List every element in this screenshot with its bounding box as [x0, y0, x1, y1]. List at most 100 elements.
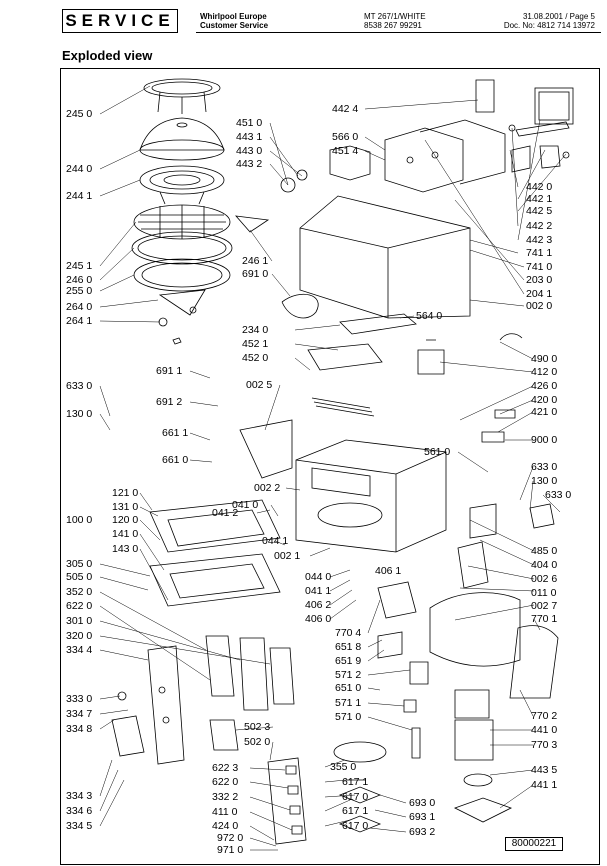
leader-lines	[99, 85, 567, 851]
part-label: 452 1	[242, 338, 269, 350]
panel-drawing	[239, 419, 293, 479]
part-label: 244 0	[66, 163, 93, 175]
part-label: 412 0	[531, 366, 558, 378]
part-label: 442 0	[526, 181, 553, 193]
part-label: 334 3	[66, 790, 93, 802]
part-label: 617 1	[342, 776, 369, 788]
part-label: 301 0	[66, 615, 93, 627]
fan-blade-drawing	[453, 797, 513, 823]
part-label: 661 1	[162, 427, 189, 439]
part-label: 451 4	[332, 145, 359, 157]
fan-motor-drawing	[454, 689, 494, 761]
part-label: 002 1	[274, 550, 301, 562]
part-label: 622 3	[212, 762, 239, 774]
drawing-number: 80000221	[505, 837, 563, 851]
part-label: 617 1	[342, 805, 369, 817]
part-label: 320 0	[66, 630, 93, 642]
part-label: 246 0	[66, 274, 93, 286]
transformer-drawing	[417, 333, 523, 375]
part-label: 770 4	[335, 627, 362, 639]
part-label: 571 2	[335, 669, 362, 681]
header: SERVICE Whirlpool Europe Customer Servic…	[0, 0, 607, 40]
part-label: 264 0	[66, 301, 93, 313]
part-label: 143 0	[112, 543, 139, 555]
stirrer-parts-drawing	[333, 741, 387, 833]
part-label: 443 2	[236, 158, 263, 170]
small-parts-drawing	[377, 581, 429, 759]
part-label: 693 1	[409, 811, 436, 823]
part-label: 121 0	[112, 487, 139, 499]
back-cover-drawing	[475, 79, 574, 137]
part-label: 442 5	[526, 205, 553, 217]
part-label: 442 3	[526, 234, 553, 246]
part-label: 571 0	[335, 711, 362, 723]
part-label: 246 1	[242, 255, 269, 267]
part-label: 566 0	[332, 131, 359, 143]
part-label: 234 0	[242, 324, 269, 336]
circuit-board-drawing	[267, 757, 307, 845]
part-label: 044 1	[262, 535, 289, 547]
lamp-cover-drawing	[339, 313, 417, 335]
part-label: 617 0	[342, 820, 369, 832]
crisp-cover-drawing	[139, 117, 225, 161]
date-page: 31.08.2001 / Page 5	[522, 12, 595, 21]
company-name: Whirlpool Europe	[200, 12, 267, 21]
part-label: 633 0	[545, 489, 572, 501]
part-label: 770 1	[531, 613, 558, 625]
part-label: 502 3	[244, 721, 271, 733]
part-label: 770 2	[531, 710, 558, 722]
part-label: 041 1	[305, 585, 332, 597]
part-label: 741 0	[526, 261, 553, 273]
part-label: 442 2	[526, 220, 553, 232]
part-label: 441 0	[531, 724, 558, 736]
part-label: 651 8	[335, 641, 362, 653]
part-label: 661 0	[162, 454, 189, 466]
lamp-cover-drawing-2	[509, 625, 559, 699]
part-label: 333 0	[66, 693, 93, 705]
part-label: 424 0	[212, 820, 239, 832]
part-label: 204 1	[526, 288, 553, 300]
heater-drawing	[307, 343, 383, 371]
part-label: 002 0	[526, 300, 553, 312]
part-label: 633 0	[531, 461, 558, 473]
part-label: 442 4	[332, 103, 359, 115]
part-label: 622 0	[66, 600, 93, 612]
part-label: 571 1	[335, 697, 362, 709]
part-label: 426 0	[531, 380, 558, 392]
steamer-rack-drawing	[133, 204, 231, 240]
outer-case-drawing	[299, 195, 471, 319]
header-rule	[196, 32, 601, 33]
part-label: 691 0	[242, 268, 269, 280]
document-number: Doc. No: 4812 714 13972	[503, 21, 595, 30]
part-label: 334 4	[66, 644, 93, 656]
part-label: 002 2	[254, 482, 281, 494]
wave-guide-cover-drawing	[235, 215, 270, 233]
part-label: 334 5	[66, 820, 93, 832]
fan-motor-parts-drawing	[508, 124, 570, 173]
magnetron-bracket-drawing	[280, 119, 506, 193]
part-label: 041 0	[232, 499, 259, 511]
part-label: 420 0	[531, 394, 558, 406]
fuse-holder-drawing	[469, 503, 497, 539]
part-label: 305 0	[66, 558, 93, 570]
part-label: 770 3	[531, 739, 558, 751]
model-code: 8538 267 99291	[364, 21, 422, 30]
door-assembly-drawing	[149, 499, 281, 607]
model-name: MT 267/1/WHITE	[364, 12, 426, 21]
part-label: 002 6	[531, 573, 558, 585]
part-label: 971 0	[217, 844, 244, 856]
part-label: 443 1	[236, 131, 263, 143]
part-label: 141 0	[112, 528, 139, 540]
part-label: 264 1	[66, 315, 93, 327]
part-label: 505 0	[66, 571, 93, 583]
part-label: 245 1	[66, 260, 93, 272]
part-label: 651 9	[335, 655, 362, 667]
part-label: 131 0	[112, 501, 139, 513]
part-label: 691 2	[156, 396, 183, 408]
part-label: 442 1	[526, 193, 553, 205]
service-badge: SERVICE	[62, 9, 178, 33]
part-label: 441 1	[531, 779, 558, 791]
fan-drawing	[463, 773, 493, 787]
department-name: Customer Service	[200, 21, 269, 30]
